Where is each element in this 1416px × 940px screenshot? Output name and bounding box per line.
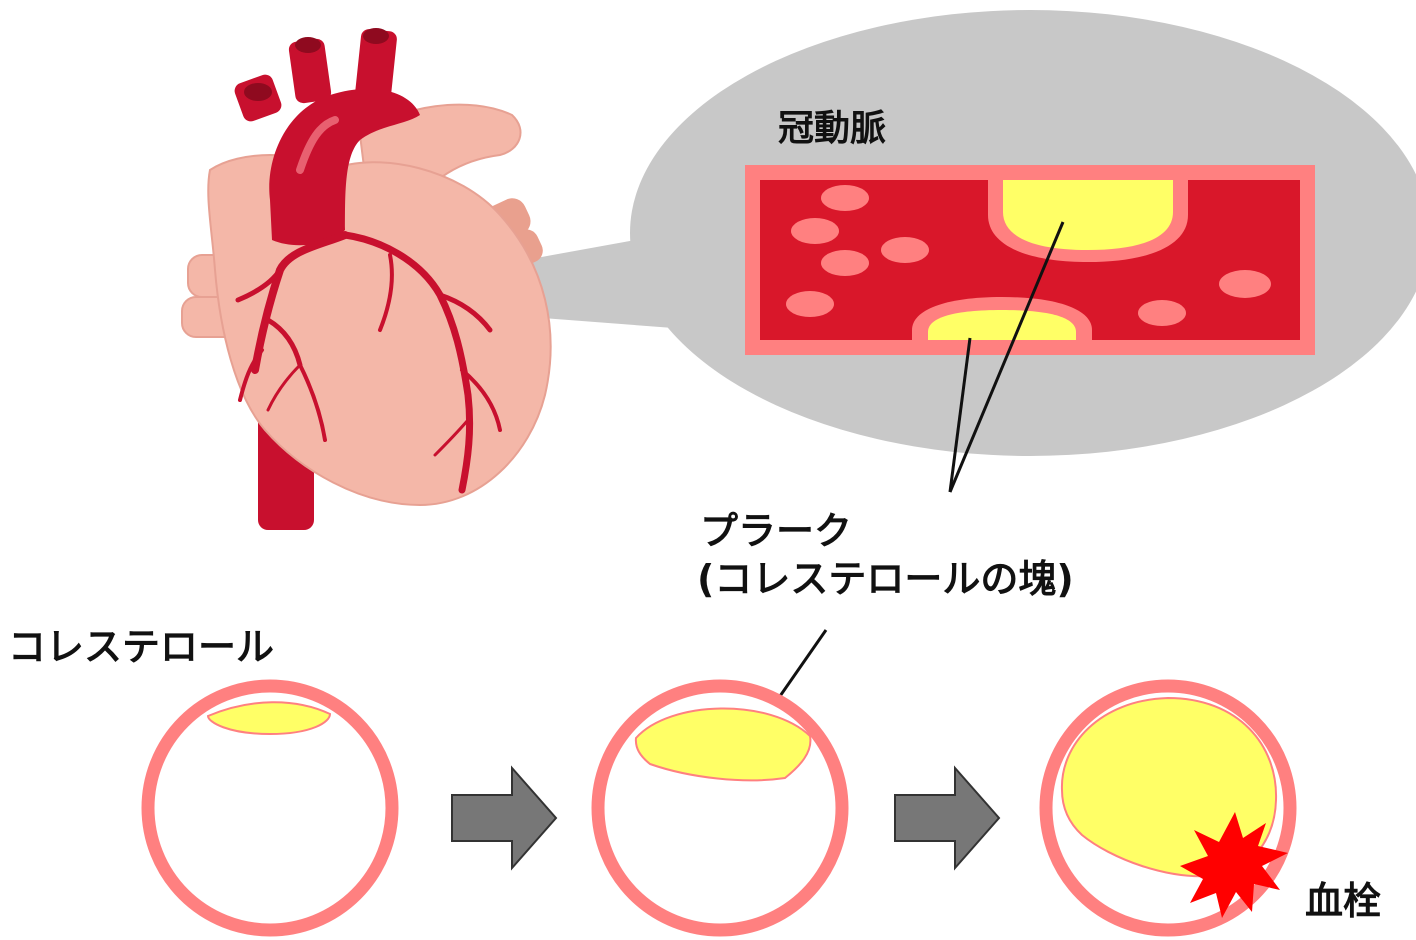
arrow-right-icon [452, 768, 556, 868]
stage-1-vessel [148, 686, 392, 930]
aorta-branch-2-opening [295, 37, 321, 53]
heart-illustration [182, 28, 551, 530]
aorta-branch-3-opening [363, 28, 389, 44]
arrow-right-icon [895, 768, 999, 868]
thrombus-label: 血栓 [1305, 878, 1381, 926]
plaque-label-line2: (コレステロールの塊) [697, 556, 1074, 604]
plaque-label: プラーク (コレステロールの塊) [700, 508, 1074, 603]
plaque-label-line1: プラーク [700, 509, 852, 553]
artery-section [745, 165, 1315, 355]
stage-3-vessel [1046, 686, 1290, 930]
coronary-artery-label: 冠動脈 [778, 106, 886, 151]
plaque-top [1003, 180, 1173, 250]
cholesterol-label: コレステロール [8, 624, 274, 672]
aorta-branch-1-opening [244, 83, 272, 101]
stage-2-vessel [598, 686, 842, 930]
